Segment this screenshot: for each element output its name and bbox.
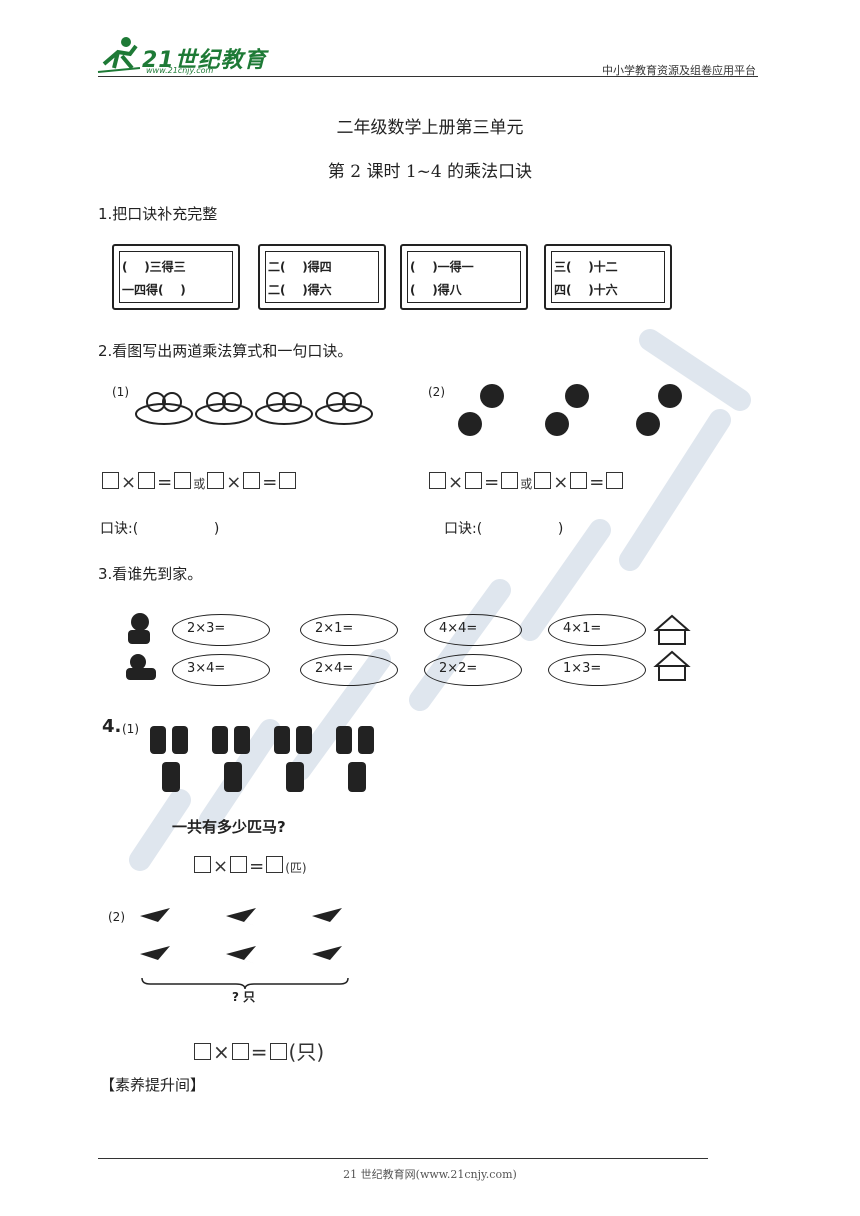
- horses-icon: [150, 726, 374, 792]
- page-subtitle: 第 2 课时 1~4 的乘法口诀: [327, 162, 533, 182]
- animals-icon: [126, 613, 156, 680]
- q2-or-right: 或: [520, 477, 533, 491]
- q1-card-2-row-2: 二( )得六: [268, 283, 332, 297]
- q3-top-2: 2×1=: [300, 614, 398, 646]
- q1-card-1-row-2: 一四得( ): [122, 283, 186, 297]
- q1-card-2-row-1: 二( )得四: [268, 260, 332, 274]
- header-divider: [98, 76, 758, 77]
- logo-url: www.21cnjy.com: [146, 66, 214, 75]
- q3-bottom-2: 2×4=: [300, 654, 398, 686]
- page-title: 二年级数学上册第三单元: [336, 118, 524, 138]
- q2-heading: 2.看图写出两道乘法算式和一句口诀。: [98, 342, 353, 360]
- q4-unit-1: (匹): [285, 861, 307, 875]
- q1-card-4: 三( )十二 四( )十六: [544, 244, 672, 310]
- footer-divider: [98, 1158, 708, 1159]
- q1-card-3-row-2: ( )得八: [410, 283, 462, 297]
- q2-equation-right: ×=或×=: [427, 472, 625, 493]
- q1-card-2: 二( )得四 二( )得六: [258, 244, 386, 310]
- q3-bottom-1: 3×4=: [172, 654, 270, 686]
- q1-card-1: ( )三得三 一四得( ): [112, 244, 240, 310]
- q1-card-4-row-2: 四( )十六: [554, 283, 618, 297]
- q2-koujue-left: 口诀:( ): [100, 521, 220, 537]
- q2-koujue-right: 口诀:( ): [444, 521, 564, 537]
- house-icon: [653, 614, 691, 681]
- q3-top-4: 4×1=: [548, 614, 646, 646]
- q3-bottom-4: 1×3=: [548, 654, 646, 686]
- q4-unit-2: (只): [288, 1040, 325, 1064]
- q1-heading: 1.把口诀补充完整: [98, 205, 218, 223]
- q2-equation-left: ×=或×=: [100, 472, 298, 493]
- q3-heading: 3.看谁先到家。: [98, 565, 203, 583]
- q4-brace-label: ? 只: [232, 990, 256, 1004]
- q4-equation-1: ×=(匹): [192, 856, 307, 877]
- bear-balloons-icon: [458, 384, 682, 436]
- section-heading: 【素养提升间】: [100, 1076, 206, 1094]
- q3-top-3: 4×4=: [424, 614, 522, 646]
- q2-or-left: 或: [193, 477, 206, 491]
- footer-text: 21 世纪教育网(www.21cnjy.com): [343, 1168, 517, 1181]
- q4-equation-2: ×=(只): [192, 1036, 324, 1065]
- brace-icon: [141, 977, 349, 990]
- q4-label: 4.: [102, 716, 122, 737]
- header-platform-text: 中小学教育资源及组卷应用平台: [602, 64, 756, 77]
- q1-card-3-row-1: ( )一得一: [410, 260, 474, 274]
- swallows-icon: [140, 908, 348, 966]
- q2-label-2: (2): [428, 385, 445, 399]
- watermark: [129, 329, 751, 871]
- apple-plates-icon: [135, 392, 373, 425]
- logo-text: 21世纪教育: [142, 48, 267, 73]
- q4-question: 一共有多少匹马?: [172, 818, 286, 836]
- q1-card-3: ( )一得一 ( )得八: [400, 244, 528, 310]
- q3-bottom-3: 2×2=: [424, 654, 522, 686]
- q1-card-1-row-1: ( )三得三: [122, 260, 186, 274]
- q4-part1-label: (1): [122, 722, 139, 736]
- q1-card-4-row-1: 三( )十二: [554, 260, 618, 274]
- q4-part2-label: (2): [108, 910, 125, 924]
- q2-label-1: (1): [112, 385, 129, 399]
- q3-top-1: 2×3=: [172, 614, 270, 646]
- runner-logo-icon: [97, 37, 141, 73]
